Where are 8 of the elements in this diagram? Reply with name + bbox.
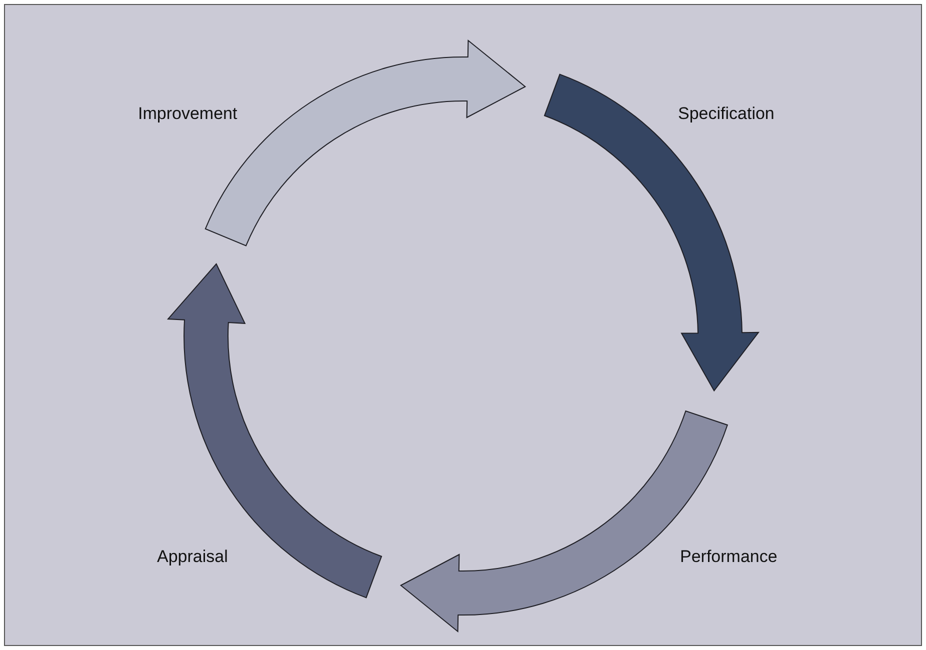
stage-label: Specification xyxy=(678,104,774,124)
curved-block-arrow xyxy=(168,263,382,598)
stage-label: Performance xyxy=(680,547,778,567)
curved-block-arrow xyxy=(544,74,759,392)
stage-label: Improvement xyxy=(138,104,238,124)
curved-block-arrow xyxy=(400,410,728,632)
stage-label: Appraisal xyxy=(157,547,228,567)
curved-block-arrow xyxy=(204,40,526,246)
